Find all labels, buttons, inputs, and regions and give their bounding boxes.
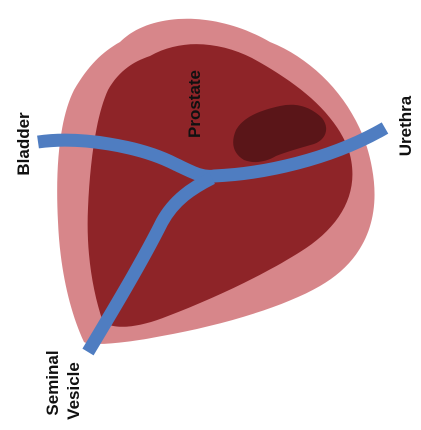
seminal-label: Seminal — [43, 350, 62, 415]
urethra-label: Urethra — [396, 95, 415, 156]
prostate-label: Prostate — [185, 70, 204, 138]
vesicle-label: Vesicle — [64, 362, 83, 420]
bladder-label: Bladder — [14, 112, 33, 176]
